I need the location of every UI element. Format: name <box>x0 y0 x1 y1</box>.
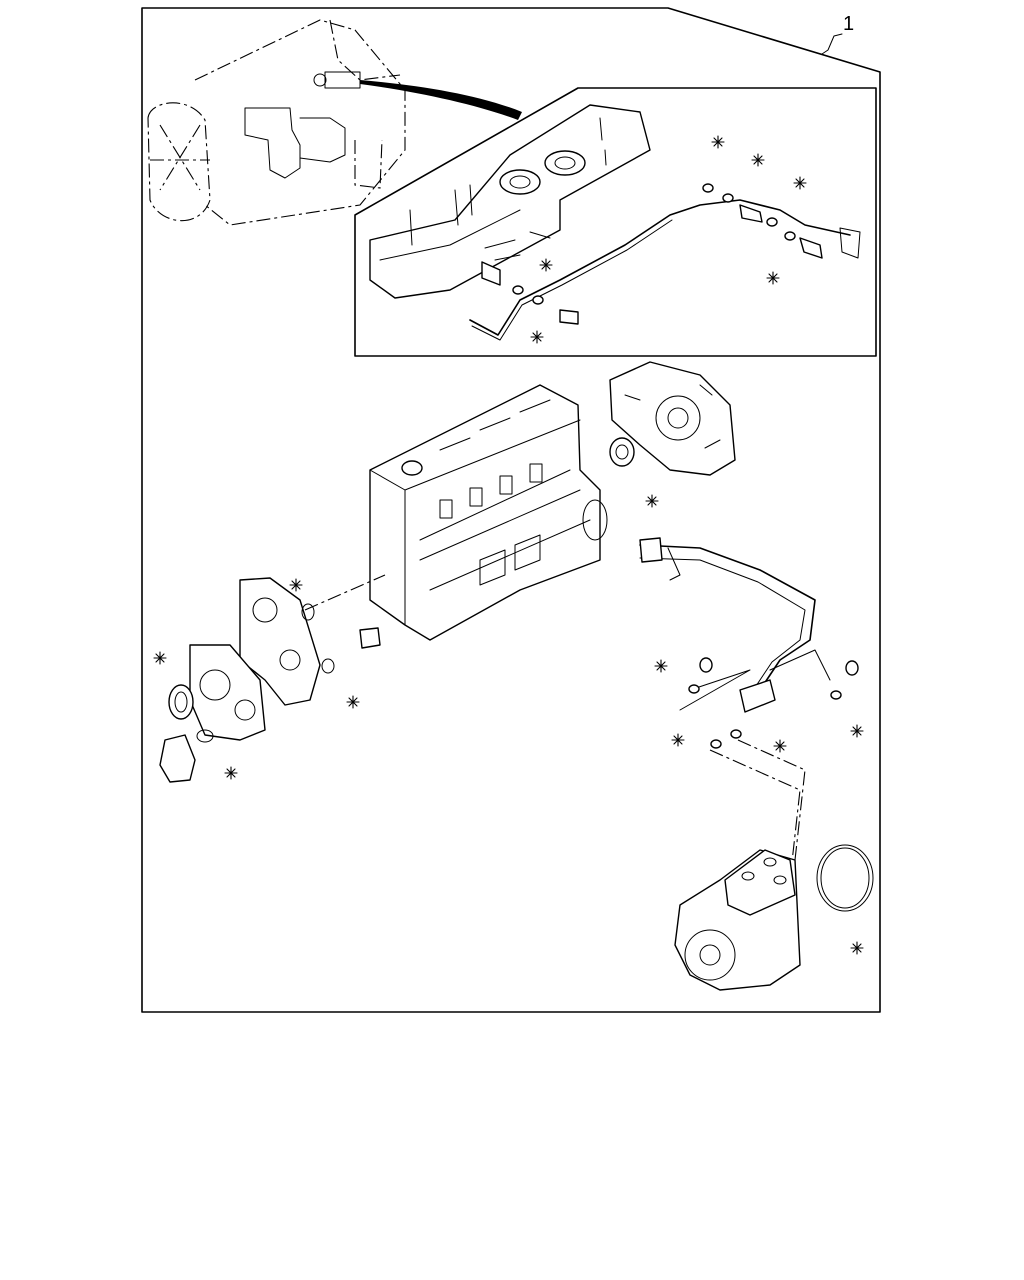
asterisk-marker-icon <box>654 659 668 673</box>
outer-frame <box>141 7 881 1013</box>
asterisk-marker-icon <box>539 258 553 272</box>
asterisk-marker-icon <box>153 651 167 665</box>
engine-block <box>304 384 608 641</box>
asterisk-marker-icon <box>224 766 238 780</box>
fuel-pipe-assembly <box>639 537 859 881</box>
callout-number: 1 <box>843 13 854 35</box>
asterisk-marker-icon <box>751 153 765 167</box>
asterisk-marker-icon <box>773 739 787 753</box>
asterisk-marker-icon <box>346 695 360 709</box>
asterisk-marker-icon <box>766 271 780 285</box>
flywheel-housing <box>609 361 736 476</box>
asterisk-marker-icon <box>793 176 807 190</box>
asterisk-marker-icon <box>671 733 685 747</box>
asterisk-marker-icon <box>645 494 659 508</box>
asterisk-marker-icon <box>850 724 864 738</box>
compressor-pump <box>674 844 874 991</box>
asterisk-marker-icon <box>530 330 544 344</box>
asterisk-marker-icon <box>289 578 303 592</box>
callout-1: 1 <box>821 13 854 55</box>
front-cover-parts <box>159 577 381 783</box>
asterisk-marker-icon <box>850 941 864 955</box>
asterisk-markers <box>153 135 864 955</box>
engine-overview <box>147 19 522 226</box>
asterisk-marker-icon <box>711 135 725 149</box>
manifold-detail-inset <box>354 87 877 357</box>
